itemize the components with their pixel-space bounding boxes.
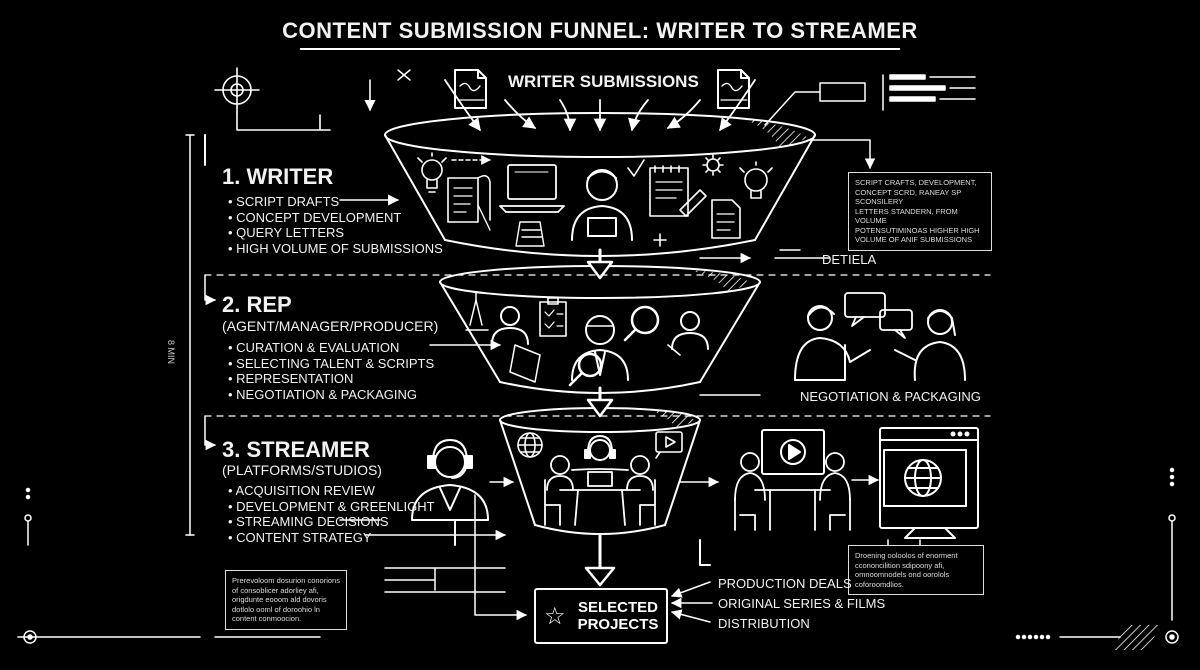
headset-icon bbox=[584, 435, 616, 461]
output-production-deals: PRODUCTION DEALS bbox=[718, 576, 852, 591]
star-icon: ☆ bbox=[544, 603, 566, 630]
play-icon bbox=[655, 431, 683, 459]
monitor-icon bbox=[879, 427, 979, 539]
notepad-icon bbox=[649, 165, 707, 217]
selected-line-2: PROJECTS bbox=[577, 616, 659, 633]
stage-writer-bullets: SCRIPT DRAFTS CONCEPT DEVELOPMENT QUERY … bbox=[228, 194, 443, 256]
menu-lines-icon bbox=[764, 74, 976, 126]
script-icon bbox=[454, 69, 487, 109]
stage-writer-heading: 1. WRITER bbox=[222, 164, 334, 189]
stage-streamer-heading: 3. STREAMER bbox=[222, 437, 370, 462]
globe-icon bbox=[904, 459, 942, 497]
clipboard-icon bbox=[539, 297, 567, 337]
person-icon bbox=[491, 306, 529, 345]
note-line: VOLUME OF ANIF SUBMISSIONS bbox=[855, 235, 973, 244]
note-line: of consoblicer adorliey afi, bbox=[232, 585, 319, 595]
note-line: Droening ooloolos of enorment bbox=[855, 551, 958, 560]
selected-projects-label: SELECTED PROJECTS bbox=[574, 599, 662, 633]
right-note-box: Droening ooloolos of enorment ccononcili… bbox=[848, 545, 984, 595]
note-line: origdunte eooom ald dovoris bbox=[232, 595, 327, 604]
bullet-item: SCRIPT DRAFTS bbox=[228, 194, 443, 210]
selected-projects-box: ☆ SELECTED PROJECTS bbox=[534, 588, 668, 644]
speech-bubble-icon bbox=[844, 292, 913, 339]
writer-submissions-label: WRITER SUBMISSIONS bbox=[508, 72, 699, 91]
clipboard-icon bbox=[515, 221, 545, 247]
page-title: CONTENT SUBMISSION FUNNEL: WRITER TO STR… bbox=[282, 18, 918, 43]
script-icon bbox=[447, 174, 491, 223]
monitor-icon bbox=[761, 429, 825, 475]
side-duration-label: 8 MIN bbox=[166, 340, 176, 365]
selected-line-1: SELECTED bbox=[577, 599, 658, 616]
title-underline bbox=[300, 48, 900, 50]
stage-rep-heading: 2. REP bbox=[222, 292, 292, 317]
document-icon bbox=[711, 199, 741, 239]
note-line: Prerevoloom dosurion conorions bbox=[232, 576, 340, 585]
person-icon bbox=[571, 315, 629, 381]
note-line: CONCEPT SCRD, RANEAY SP SCONSILERY bbox=[855, 187, 962, 207]
bullet-item: SELECTING TALENT & SCRIPTS bbox=[228, 356, 434, 372]
person-icon bbox=[894, 309, 966, 381]
bullet-item: DEVELOPMENT & GREENLIGHT bbox=[228, 499, 434, 515]
magnifier-icon bbox=[568, 352, 603, 387]
lightbulb-icon bbox=[417, 152, 447, 193]
detail-label: DETIELA bbox=[822, 252, 877, 267]
stage-rep-bullets: CURATION & EVALUATION SELECTING TALENT &… bbox=[228, 340, 434, 402]
bullet-item: REPRESENTATION bbox=[228, 371, 434, 387]
bullet-item: HIGH VOLUME OF SUBMISSIONS bbox=[228, 241, 443, 257]
bullet-item: STREAMING DECISIONS bbox=[228, 514, 435, 530]
note-line: LETTERS STANDERN, FROM VOLUME bbox=[855, 206, 958, 226]
magnifier-icon bbox=[623, 305, 660, 342]
bullet-item: ACQUISITION REVIEW bbox=[228, 483, 435, 499]
output-distribution: DISTRIBUTION bbox=[718, 616, 810, 631]
corner-decor bbox=[17, 467, 1179, 650]
script-icon bbox=[717, 69, 750, 109]
output-original-series: ORIGINAL SERIES & FILMS bbox=[718, 596, 886, 611]
funnel-stage-streamer bbox=[499, 407, 701, 535]
bullet-item: QUERY LETTERS bbox=[228, 225, 443, 241]
note-line: POTENSUTIMINOAS HIGHER HIGH bbox=[855, 225, 980, 235]
meeting-table bbox=[544, 455, 656, 526]
person-icon bbox=[794, 305, 871, 381]
funnel-stage-writer bbox=[384, 112, 816, 257]
note-line: omnoomnodels ond oorolols bbox=[855, 570, 950, 579]
note-line: SCRIPT CRAFTS, DEVELOPMENT, bbox=[855, 178, 977, 187]
lightbulb-icon bbox=[739, 161, 773, 199]
stage-streamer-bullets: ACQUISITION REVIEW DEVELOPMENT & GREENLI… bbox=[228, 483, 435, 546]
flow-arrows bbox=[584, 248, 616, 587]
note-line: content conmoocion. bbox=[232, 614, 302, 623]
bullet-item: CONCEPT DEVELOPMENT bbox=[228, 210, 443, 226]
bullet-item: CONTENT STRATEGY bbox=[228, 530, 435, 546]
crosshair-icon bbox=[214, 67, 376, 131]
gear-icon bbox=[702, 154, 724, 176]
note-line: coforoomdlios. bbox=[855, 579, 904, 589]
person-icon bbox=[671, 311, 709, 350]
gear-icon bbox=[465, 291, 489, 331]
bullet-item: NEGOTIATION & PACKAGING bbox=[228, 387, 434, 403]
note-line: dotlolo ooml of doroohio ln bbox=[232, 604, 320, 614]
writer-note-box: SCRIPT CRAFTS, DEVELOPMENT, CONCEPT SCRD… bbox=[848, 172, 992, 251]
bullet-item: CURATION & EVALUATION bbox=[228, 340, 434, 356]
person-icon bbox=[571, 169, 633, 241]
laptop-icon bbox=[499, 164, 565, 213]
left-note-box: Prerevoloom dosurion conorions of consob… bbox=[225, 570, 347, 630]
negotiation-label: NEGOTIATION & PACKAGING bbox=[800, 389, 981, 404]
stage-streamer-subheading: (PLATFORMS/STUDIOS) bbox=[222, 462, 382, 478]
globe-icon bbox=[517, 432, 543, 458]
stage-rep-subheading: (AGENT/MANAGER/PRODUCER) bbox=[222, 318, 439, 334]
note-line: ccononcilition sdipoony afi, bbox=[855, 560, 945, 570]
